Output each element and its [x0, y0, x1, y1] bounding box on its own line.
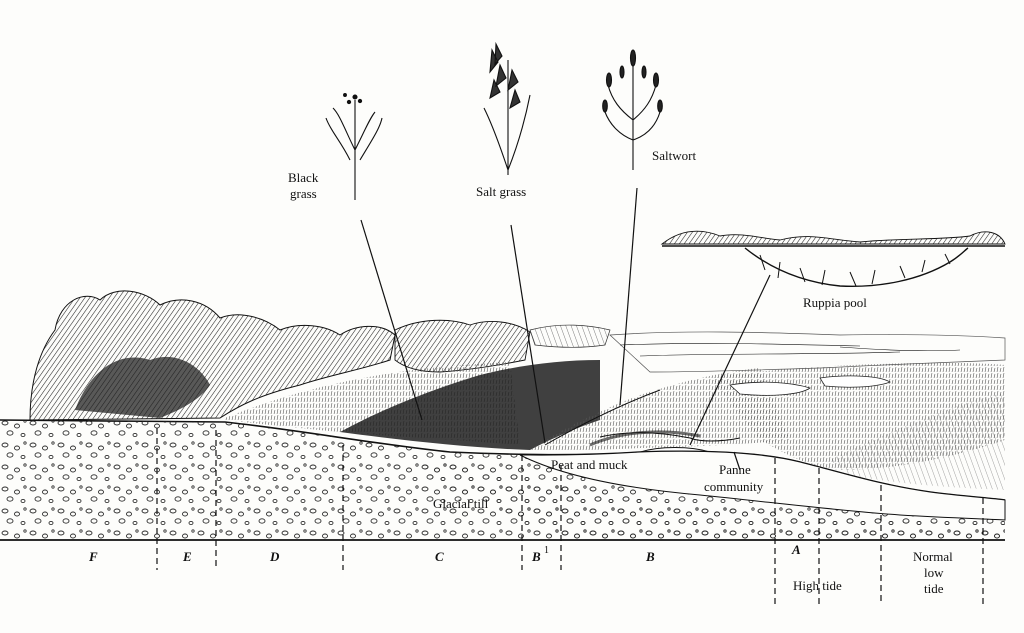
- label-high-tide: High tide: [793, 578, 842, 593]
- label-black-grass-1: Black: [288, 170, 319, 185]
- label-peat-and-muck: Peat and muck: [551, 457, 628, 472]
- zone-f: F: [88, 549, 98, 564]
- zone-dividers: [156, 428, 984, 605]
- ruppia-pool-inset: [660, 230, 1006, 287]
- label-ruppia-pool: Ruppia pool: [803, 295, 867, 310]
- upland-shrubs: [29, 290, 611, 421]
- label-black-grass-2: grass: [290, 186, 317, 201]
- label-low-tide-1: Normal: [913, 549, 953, 564]
- zone-c: C: [435, 549, 444, 564]
- salt-grass-icon: [483, 41, 531, 175]
- ground-surface: [0, 419, 1006, 541]
- zone-b1: B: [531, 549, 541, 564]
- saltwort-icon: [602, 49, 663, 170]
- black-grass-icon: [325, 93, 383, 200]
- label-low-tide-2: low: [924, 565, 944, 580]
- label-saltwort: Saltwort: [652, 148, 696, 163]
- pointer-lines: [360, 187, 771, 471]
- label-glacial-till: Glacial till: [433, 496, 489, 511]
- label-panne-2: community: [704, 479, 764, 494]
- zone-d: D: [269, 549, 280, 564]
- zone-b1-superscript: 1: [544, 545, 549, 556]
- label-low-tide-3: tide: [924, 581, 944, 596]
- label-salt-grass: Salt grass: [476, 184, 526, 199]
- zone-e: E: [182, 549, 192, 564]
- zone-b: B: [645, 549, 655, 564]
- label-panne-1: Panne: [719, 462, 751, 477]
- zone-a: A: [791, 542, 801, 557]
- diagram-labels: Black grass Salt grass Saltwort Ruppia p…: [88, 148, 953, 596]
